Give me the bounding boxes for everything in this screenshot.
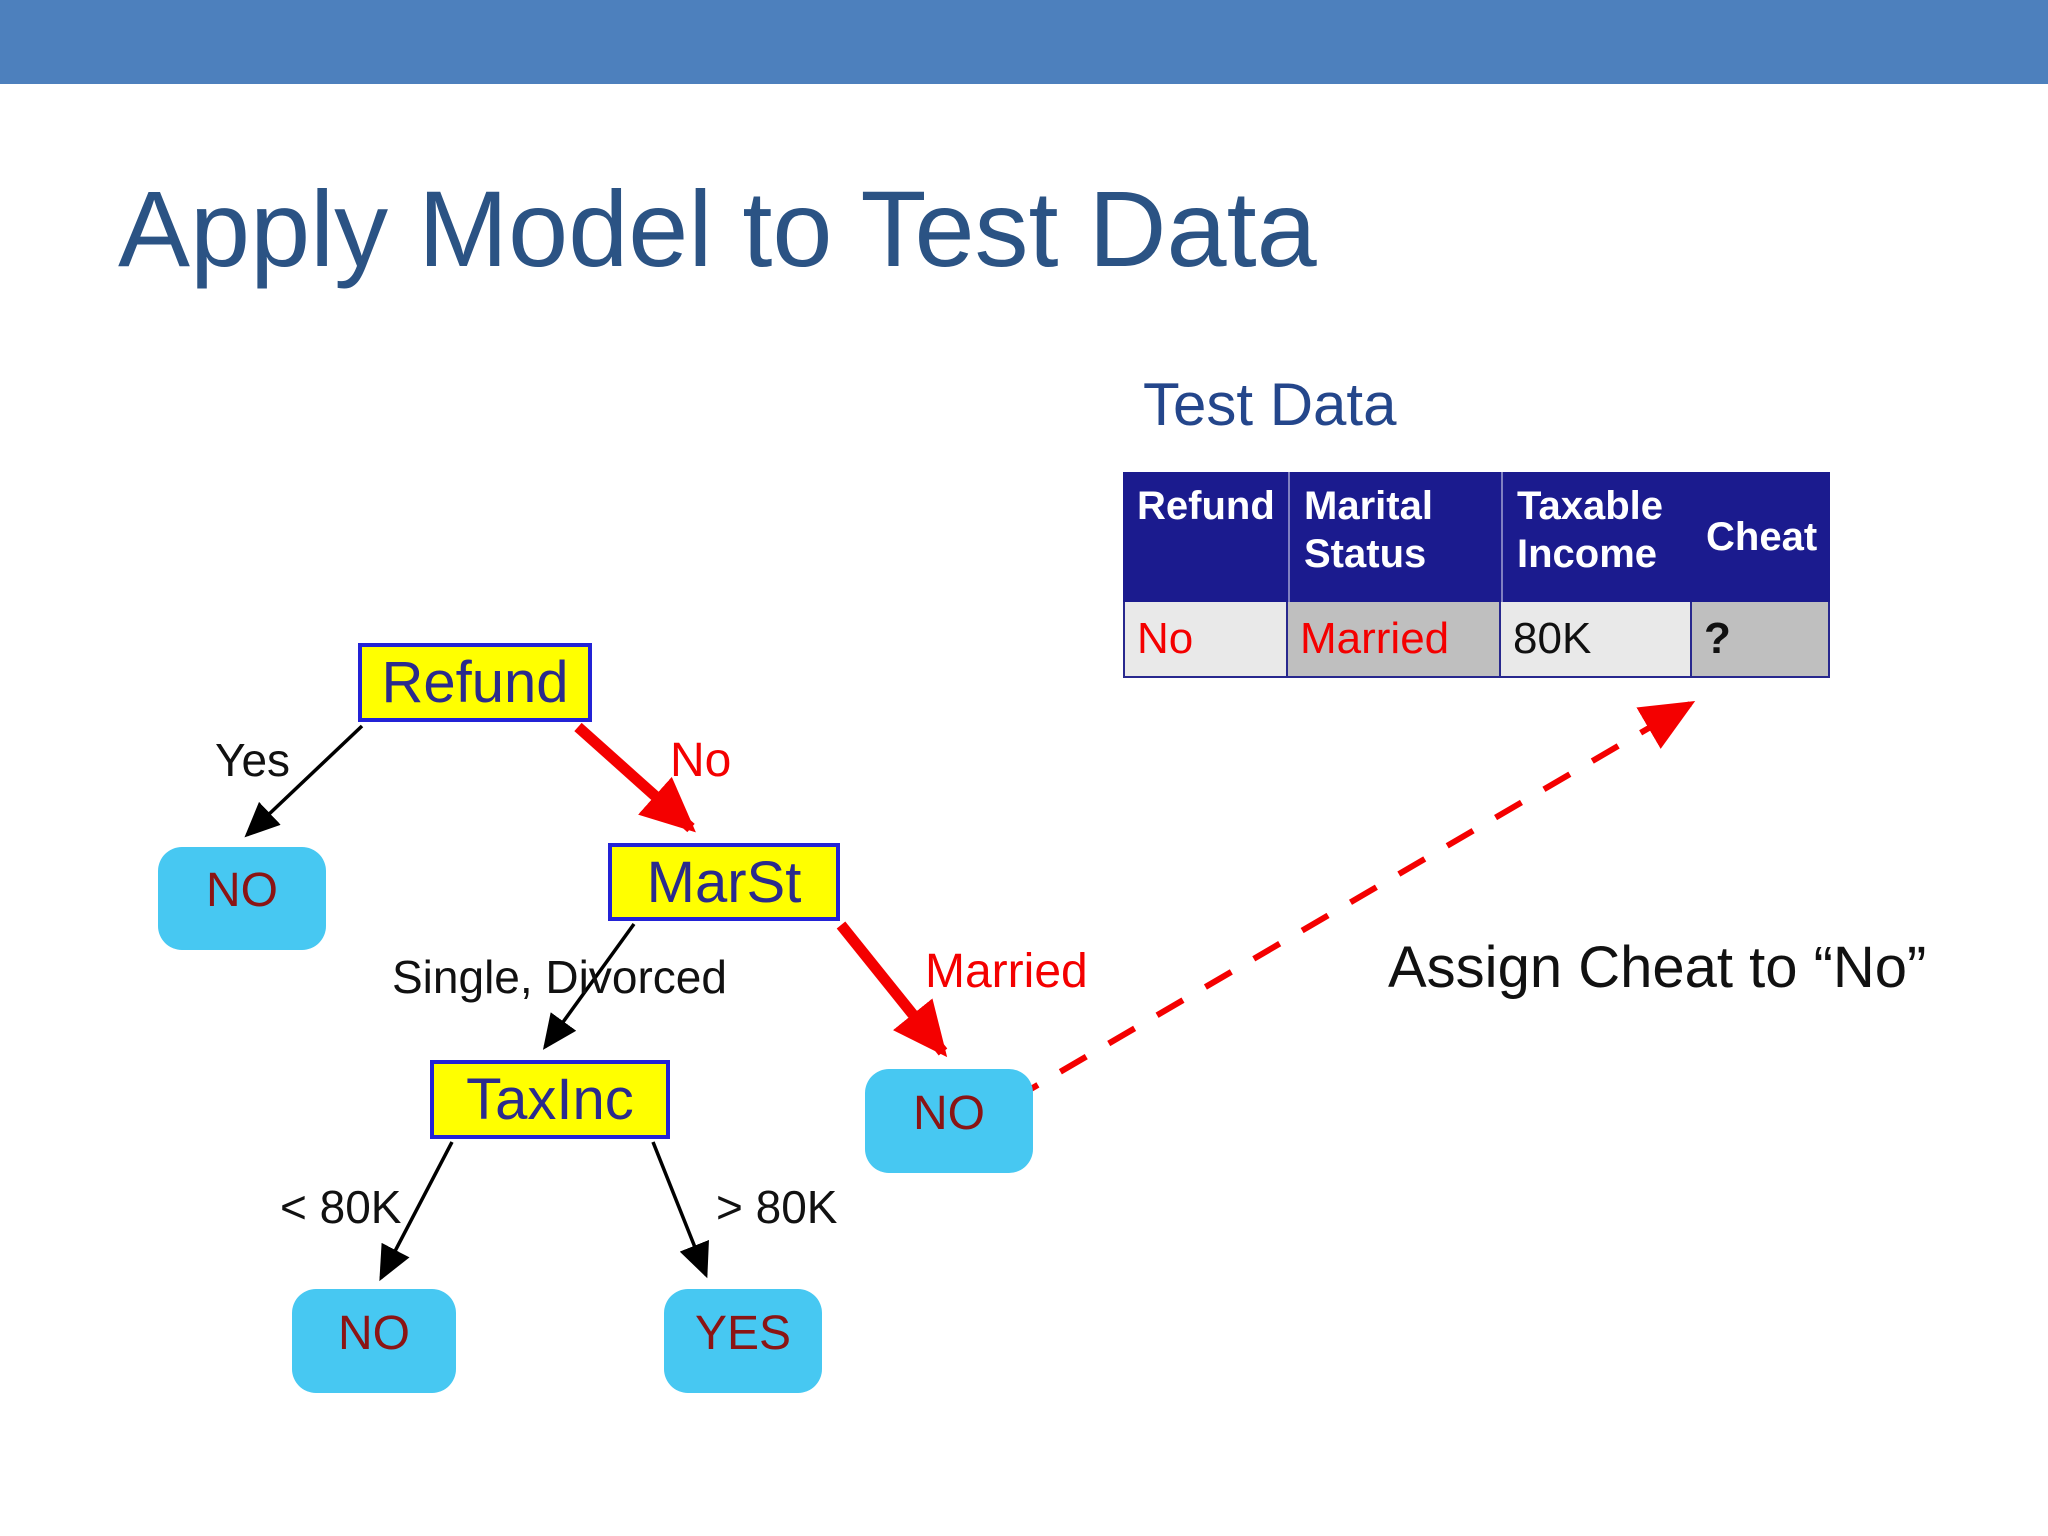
slide-top-bar [0, 0, 2048, 84]
tree-node-taxinc: TaxInc [430, 1060, 670, 1139]
edge-taxinc-lt80k-arrow [379, 1141, 454, 1282]
tree-leaf-yes-gt80k: YES [664, 1289, 822, 1393]
table-cell-cheat-value: ? [1692, 602, 1830, 678]
tree-leaf-no-lt80k: NO [292, 1289, 456, 1393]
edge-label-single-divorced: Single, Divorced [392, 951, 727, 1003]
tree-leaf-no-refund-yes: NO [158, 847, 326, 950]
table-cell-taxable-income-value: 80K [1501, 602, 1692, 678]
table-header-refund: Refund [1123, 472, 1288, 602]
table-cell-refund-value: No [1123, 602, 1288, 678]
table-header-taxable-income: Taxable Income [1501, 472, 1692, 602]
edge-refund-no-arrow-highlighted [574, 722, 696, 833]
edge-label-no: No [670, 734, 732, 787]
test-data-table: Refund Marital Status Taxable Income Che… [1123, 472, 1830, 678]
edge-label-married: Married [925, 945, 1088, 998]
edge-marst-married-arrow-highlighted [836, 921, 948, 1058]
tree-leaf-no-married: NO [865, 1069, 1033, 1173]
assign-cheat-annotation: Assign Cheat to “No” [1388, 935, 1927, 1000]
test-data-label: Test Data [1143, 371, 1397, 438]
table-cell-marital-status-value: Married [1288, 602, 1501, 678]
edge-label-yes: Yes [215, 734, 291, 786]
edge-label-lt-80k: < 80K [280, 1181, 402, 1233]
edge-taxinc-gt80k-arrow [651, 1141, 709, 1279]
tree-node-marst: MarSt [608, 843, 840, 921]
edge-marst-single-divorced-arrow [542, 922, 636, 1050]
edge-label-gt-80k: > 80K [716, 1181, 838, 1233]
table-header-marital-status: Marital Status [1288, 472, 1501, 602]
assign-dashed-arrow [1010, 700, 1696, 1103]
tree-node-refund: Refund [358, 643, 592, 722]
table-header-cheat: Cheat [1692, 472, 1830, 602]
edge-refund-yes-arrow [244, 724, 364, 838]
page-title: Apply Model to Test Data [118, 168, 1317, 289]
